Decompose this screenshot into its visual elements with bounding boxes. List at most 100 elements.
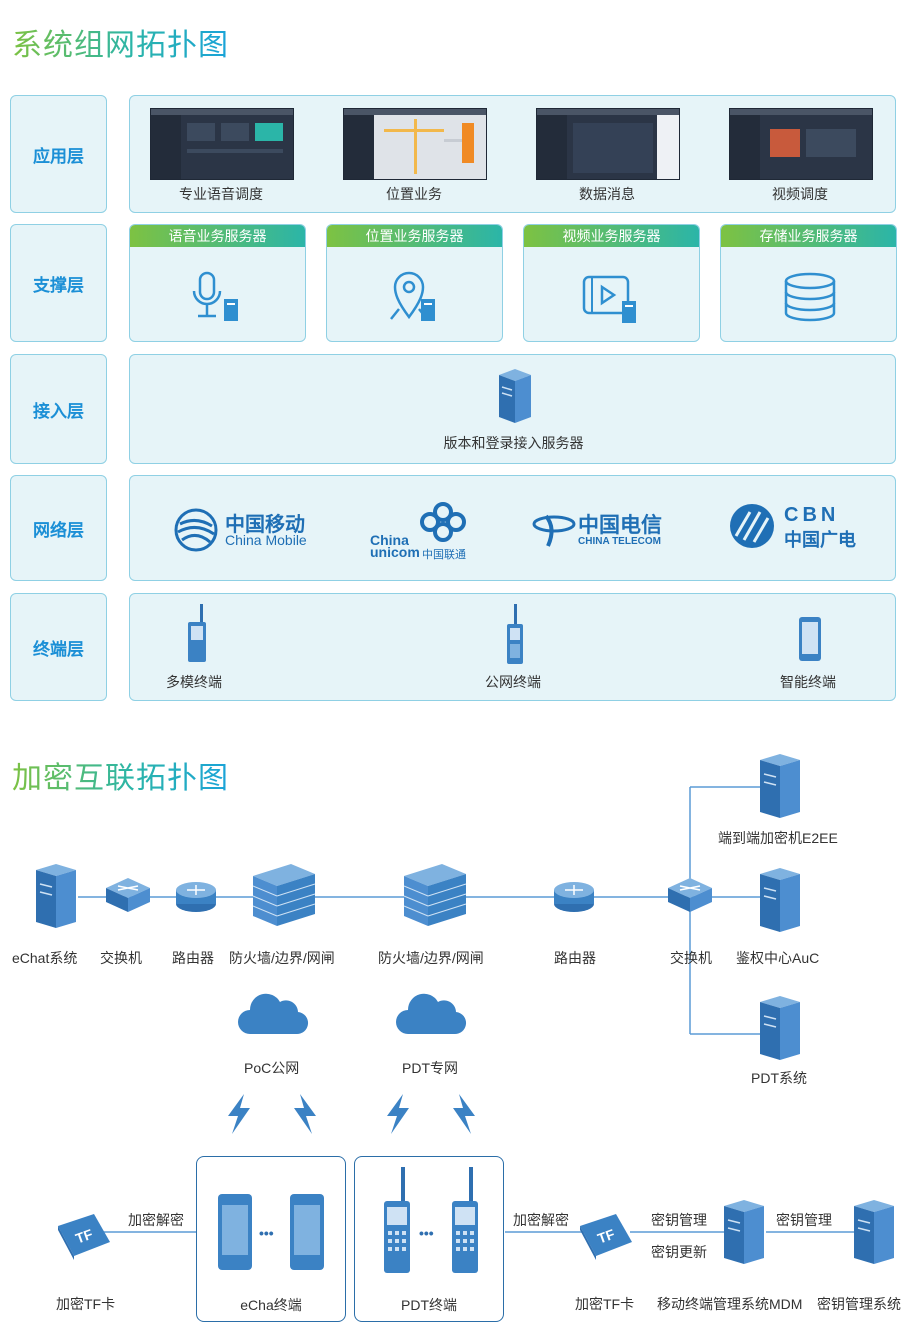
- screenshot-location: [343, 108, 487, 180]
- location-pin-icon: [390, 271, 435, 321]
- china-mobile-en: China Mobile: [225, 532, 307, 548]
- mdm-label: 移动终端管理系统MDM: [657, 1296, 803, 1312]
- key-mgmt-label-1: 密钥管理: [651, 1212, 707, 1228]
- system-topology-title: 系统组网拓扑图: [12, 20, 229, 64]
- china-unicom-knot-icon: [420, 502, 466, 542]
- server-location-label: 位置业务服务器: [327, 225, 502, 247]
- lightning-icon-3: [387, 1094, 409, 1134]
- app-item-voice: 专业语音调度: [179, 186, 263, 202]
- cbn-en: CBN: [784, 504, 840, 526]
- china-telecom-en: CHINA TELECOM: [578, 536, 661, 547]
- key-mgmt-label-2: 密钥管理: [776, 1212, 832, 1228]
- terminal-smart-label: 智能终端: [780, 674, 836, 690]
- lightning-icon-1: [228, 1094, 250, 1134]
- layer-label-network: 网络层: [10, 475, 107, 581]
- echat-system-label: eChat系统: [12, 950, 78, 966]
- multimode-terminal-icon: [188, 604, 206, 662]
- lightning-icon-2: [294, 1094, 316, 1134]
- pdt-terminal-label: PDT终端: [401, 1297, 457, 1313]
- key-management-system-label: 密钥管理系统: [817, 1296, 901, 1312]
- network-layer-panel: 中国移动 China Mobile China unicom 中国联通 中国电信…: [129, 475, 896, 581]
- router-left-label: 路由器: [172, 950, 214, 966]
- echa-terminal-group: ••• eCha终端: [196, 1156, 346, 1322]
- switch-left-label: 交换机: [100, 950, 142, 966]
- app-item-video: 视频调度: [772, 186, 828, 202]
- terminal-layer-panel: 多模终端 公网终端 智能终端: [129, 593, 896, 701]
- access-server-label: 版本和登录接入服务器: [443, 435, 584, 451]
- poc-cloud-icon: [238, 993, 309, 1035]
- china-unicom-cn: 中国联通: [422, 549, 466, 561]
- pdt-cloud-icon: [396, 993, 467, 1035]
- layer-label-app: 应用层: [10, 95, 107, 213]
- china-unicom-en-1: China: [370, 532, 409, 548]
- china-telecom-cn: 中国电信: [578, 514, 662, 537]
- poc-network-label: PoC公网: [244, 1060, 300, 1076]
- server-storage: 存储业务服务器: [720, 224, 897, 342]
- china-mobile-cn: 中国移动: [225, 514, 305, 536]
- server-voice-label: 语音业务服务器: [130, 225, 305, 247]
- layer-label-support: 支撑层: [10, 224, 107, 342]
- smartphone-icon-2: [290, 1194, 324, 1270]
- encrypt-decrypt-left-label: 加密解密: [128, 1212, 184, 1228]
- server-video-label: 视频业务服务器: [524, 225, 699, 247]
- china-telecom-logo-icon: [532, 514, 576, 547]
- pdt-network-label: PDT专网: [402, 1060, 458, 1076]
- tf-card-left-label: 加密TF卡: [56, 1296, 116, 1312]
- tf-card-right-icon: TF: [580, 1214, 632, 1260]
- router-right-label: 路由器: [554, 950, 596, 966]
- pdt-system-server-icon: [760, 996, 800, 1060]
- cbn-logo-icon: [730, 504, 774, 548]
- firewall-left-icon: [252, 864, 316, 926]
- pdt-system-label: PDT系统: [751, 1070, 807, 1086]
- e2ee-server-icon: [760, 754, 800, 818]
- auc-server-icon: [760, 868, 800, 932]
- pdt-radio-icon-1: [384, 1167, 410, 1273]
- screenshot-data-message: [536, 108, 680, 180]
- echa-terminal-label: eCha终端: [240, 1297, 302, 1313]
- layer-label-terminal: 终端层: [10, 593, 107, 701]
- router-right-icon: [554, 882, 594, 912]
- pdt-radio-icon-2: [452, 1167, 478, 1273]
- pdt-ellipsis: •••: [419, 1225, 434, 1241]
- auc-label: 鉴权中心AuC: [736, 950, 820, 966]
- screenshot-video-dispatch: [729, 108, 873, 180]
- smartphone-icon-1: [218, 1194, 252, 1270]
- server-location: 位置业务服务器: [326, 224, 503, 342]
- server-storage-label: 存储业务服务器: [721, 225, 896, 247]
- app-layer-panel: 专业语音调度 位置业务 数据消息 视频调度: [129, 95, 896, 213]
- firewall-right-label: 防火墙/边界/网闸: [378, 950, 484, 966]
- public-network-terminal-icon: [507, 604, 523, 664]
- encrypt-topology-title: 加密互联拓扑图: [12, 753, 229, 797]
- tf-card-right-text: TF: [595, 1226, 617, 1247]
- china-mobile-logo-icon: [174, 508, 218, 552]
- database-icon: [784, 272, 836, 322]
- echa-ellipsis: •••: [259, 1225, 274, 1241]
- app-item-message: 数据消息: [579, 186, 635, 202]
- echat-server-icon: [36, 864, 76, 928]
- firewall-right-icon: [403, 864, 467, 926]
- pdt-terminal-group: ••• PDT终端: [354, 1156, 504, 1322]
- encrypt-decrypt-right-label: 加密解密: [513, 1212, 569, 1228]
- microphone-icon: [192, 271, 238, 321]
- smart-terminal-icon: [799, 617, 821, 661]
- tf-card-left-icon: TF: [58, 1214, 110, 1260]
- terminal-multimode-label: 多模终端: [166, 674, 222, 690]
- firewall-left-label: 防火墙/边界/网闸: [229, 950, 335, 966]
- router-left-icon: [176, 882, 216, 912]
- terminal-public-label: 公网终端: [485, 674, 541, 690]
- server-voice: 语音业务服务器: [129, 224, 306, 342]
- access-layer-panel: 版本和登录接入服务器: [129, 354, 896, 464]
- mdm-server-icon: [724, 1200, 764, 1264]
- lightning-icon-4: [453, 1094, 475, 1134]
- key-management-server-icon: [854, 1200, 894, 1264]
- video-play-icon: [582, 275, 636, 323]
- key-update-label: 密钥更新: [651, 1244, 707, 1260]
- layer-label-access: 接入层: [10, 354, 107, 464]
- cbn-cn: 中国广电: [784, 530, 856, 550]
- e2ee-label: 端到端加密机E2EE: [718, 830, 838, 846]
- china-unicom-en-2: unicom: [370, 544, 420, 560]
- app-item-location: 位置业务: [386, 186, 442, 202]
- tf-card-left-text: TF: [73, 1226, 95, 1247]
- screenshot-voice-dispatch: [150, 108, 294, 180]
- switch-right-label: 交换机: [670, 950, 712, 966]
